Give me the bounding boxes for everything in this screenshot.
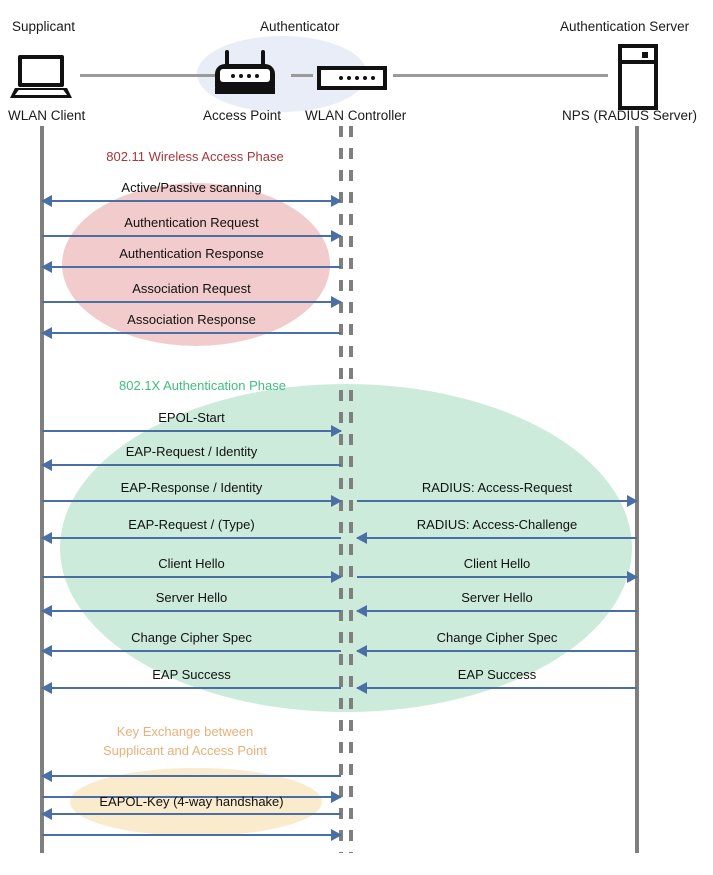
lifeline-authenticator-a: [339, 126, 343, 853]
message-label: RADIUS: Access-Request: [421, 480, 573, 495]
message-label: Authentication Response: [119, 246, 264, 261]
wire-controller-to-server: [393, 74, 608, 77]
message-label: Client Hello: [158, 556, 225, 571]
wlan-controller-icon: [317, 50, 387, 98]
message-label: EAPOL-Key (4-way handshake): [99, 794, 284, 809]
server-icon: [618, 44, 658, 110]
wire-ap-to-controller: [291, 74, 313, 77]
phase-8021x-ellipse: [60, 384, 632, 712]
phase-keyexchange-title-line1: Key Exchange between: [116, 724, 254, 739]
message-label: EAP Success: [457, 667, 537, 682]
message-label: Change Cipher Spec: [436, 630, 558, 645]
message-label: RADIUS: Access-Challenge: [416, 517, 578, 532]
actor-name-access-point: Access Point: [203, 108, 282, 123]
message-label: Change Cipher Spec: [131, 630, 252, 645]
phase-80211-title: 802.11 Wireless Access Phase: [106, 149, 284, 164]
phase-8021x-title: 802.1X Authentication Phase: [119, 378, 286, 393]
actor-name-nps-radius-server: NPS (RADIUS Server): [562, 108, 698, 123]
message-label: Association Request: [132, 281, 251, 296]
message-label: Association Response: [127, 312, 256, 327]
actor-role-authentication-server: Authentication Server: [560, 19, 690, 34]
actor-name-wlan-controller: WLAN Controller: [305, 108, 407, 123]
phase-keyexchange-ellipse: [70, 768, 322, 836]
message-label: Active/Passive scanning: [121, 180, 262, 195]
message-label: EAP-Response / Identity: [120, 480, 263, 495]
lifeline-authenticator-b: [349, 126, 353, 853]
phase-keyexchange-title-line2: Supplicant and Access Point: [102, 743, 268, 758]
message-label: EAP Success: [152, 667, 231, 682]
actor-name-wlan-client: WLAN Client: [8, 108, 86, 123]
actor-role-authenticator: Authenticator: [260, 19, 340, 34]
message-label: Authentication Request: [124, 215, 259, 230]
lifeline-supplicant: [40, 126, 44, 853]
message-label: EAP-Request / (Type): [128, 517, 255, 532]
message-label: Server Hello: [461, 590, 533, 605]
message-label: Client Hello: [463, 556, 531, 571]
message-label: EAP-Request / Identity: [125, 444, 258, 459]
access-point-icon: [215, 50, 275, 98]
actor-role-supplicant: Supplicant: [12, 19, 76, 34]
lifeline-authentication-server: [635, 126, 639, 853]
wire-client-to-ap: [80, 74, 215, 77]
laptop-icon: [10, 55, 80, 101]
message-label: Server Hello: [155, 590, 228, 605]
message-label: EPOL-Start: [158, 410, 225, 425]
phase-80211-ellipse: [62, 183, 330, 346]
